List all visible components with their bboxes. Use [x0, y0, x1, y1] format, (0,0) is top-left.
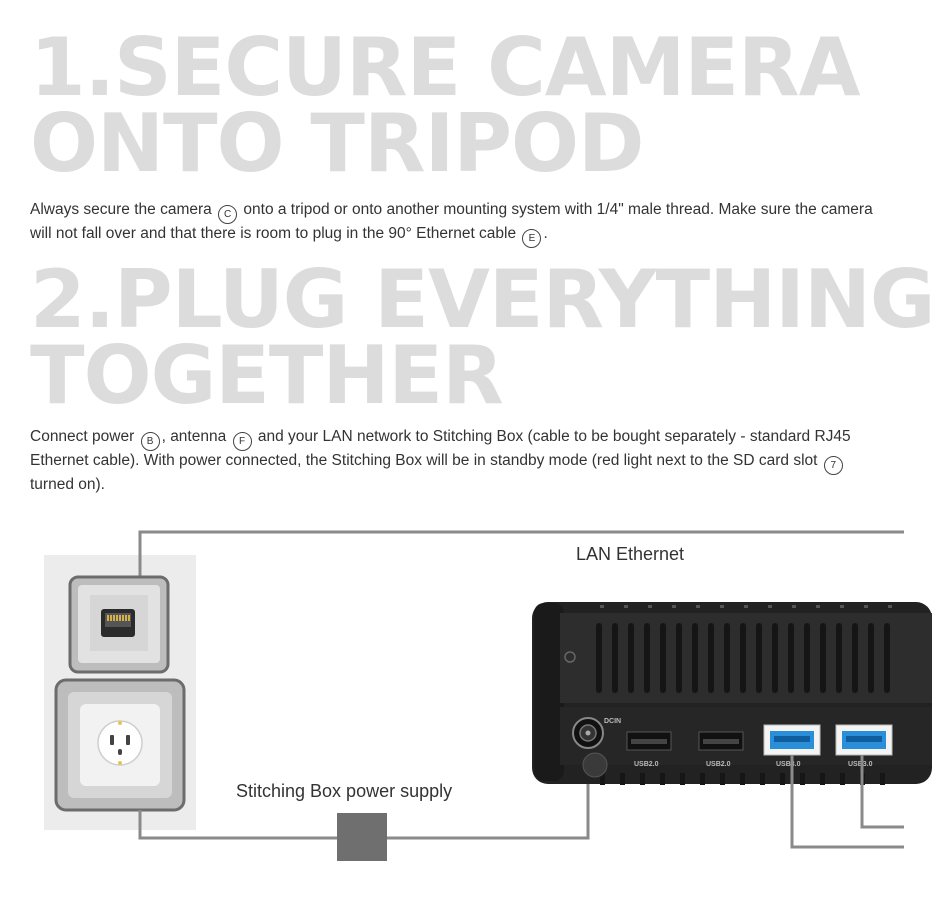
usb-port-2: USB2.0	[698, 731, 744, 768]
power-adapter	[337, 813, 387, 861]
section1-text-part2: onto a tripod or onto another mounting s…	[30, 201, 873, 242]
section2-text-part4: turned on).	[30, 476, 105, 493]
connection-diagram: LAN Ethernet Stitching Box power supply	[44, 530, 932, 861]
section1-text-part3: .	[543, 225, 548, 242]
section2-paragraph: Connect power B, antenna F and your LAN …	[30, 427, 890, 494]
marker-f: F	[232, 432, 252, 451]
marker-7: 7	[823, 456, 843, 475]
marker-e: E	[522, 229, 542, 248]
usb-cable-1	[790, 755, 904, 849]
usb-port-3-label: USB3.0	[776, 761, 801, 768]
section2-heading-line2: TOGETHER	[30, 329, 504, 422]
power-supply-label: Stitching Box power supply	[236, 781, 452, 801]
section1-text-part1: Always secure the camera	[30, 201, 212, 218]
section1-heading: 1.SECURE CAMERA ONTO TRIPOD	[30, 28, 860, 184]
stitching-box	[532, 602, 932, 785]
vent-slots	[596, 623, 890, 693]
marker-c: C	[218, 205, 238, 224]
section2-text-part3: and your LAN network to Stitching Box (c…	[30, 428, 851, 469]
section2-heading-line1: 2.PLUG EVERYTHING	[30, 253, 935, 346]
lan-ethernet-label: LAN Ethernet	[576, 544, 684, 564]
power-wall-socket	[54, 678, 186, 812]
usb-cable-2	[860, 755, 904, 829]
lan-cable	[138, 530, 904, 577]
section2-text-part2: , antenna	[161, 428, 227, 445]
marker-b: B	[140, 432, 160, 451]
section2-heading: 2.PLUG EVERYTHING TOGETHER	[30, 260, 935, 416]
usb-port-4-label: USB3.0	[848, 761, 873, 768]
usb-port-2-label: USB2.0	[706, 761, 731, 768]
dcin-label: DCIN	[604, 718, 621, 725]
section1-heading-line1: 1.SECURE CAMERA	[30, 21, 860, 114]
ethernet-wall-socket	[68, 575, 170, 674]
usb-port-4: USB3.0	[835, 724, 893, 768]
dc-in-port: DCIN	[572, 717, 621, 749]
section2-text-part1: Connect power	[30, 428, 135, 445]
usb-port-1: USB2.0	[626, 731, 672, 768]
section1-heading-line2: ONTO TRIPOD	[30, 97, 644, 190]
usb-port-1-label: USB2.0	[634, 761, 659, 768]
section1-paragraph: Always secure the camera C onto a tripod…	[30, 200, 890, 248]
